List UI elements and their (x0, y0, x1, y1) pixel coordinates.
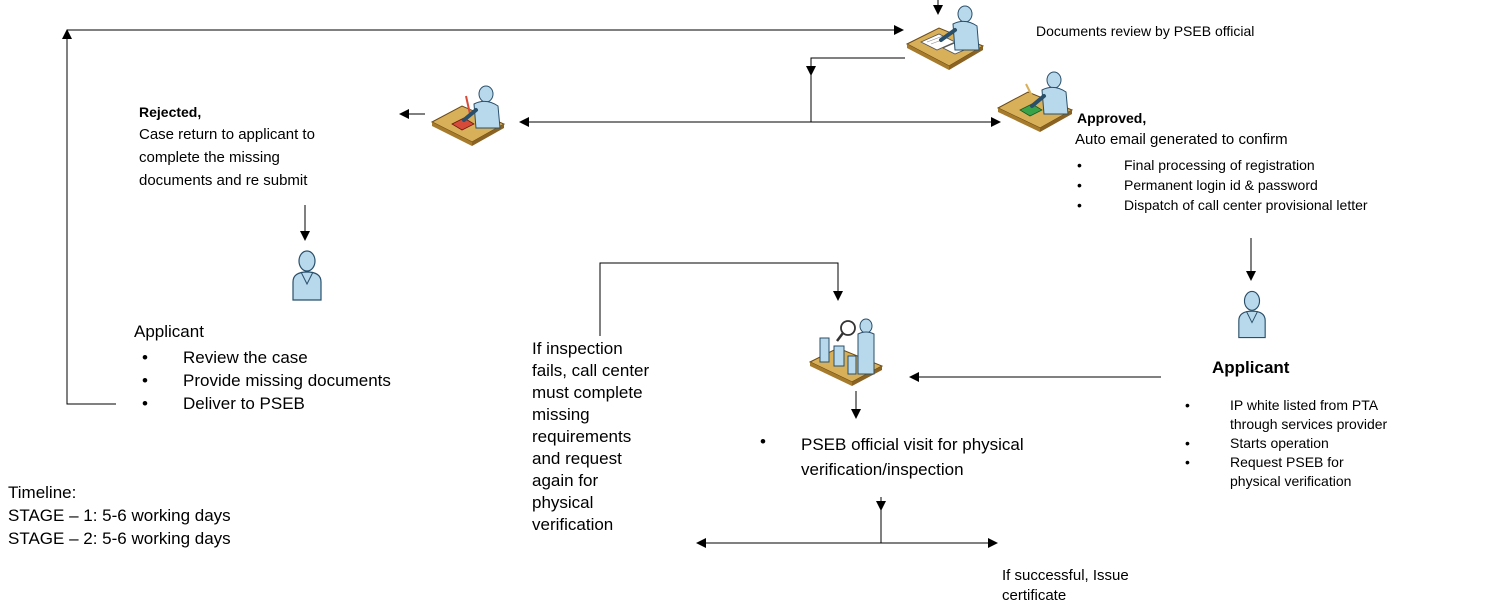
list-item: • Starts operation (1185, 434, 1387, 453)
list-item: • IP white listed from PTA through servi… (1185, 396, 1387, 434)
fail-loop-arrow (599, 262, 843, 336)
list-item: Final processing of registration (1077, 155, 1368, 175)
applicant-right-title: Applicant (1212, 358, 1290, 377)
success-line: certificate (1002, 587, 1067, 604)
list-item: Permanent login id & password (1077, 175, 1368, 195)
fail-line: and request (532, 449, 622, 468)
item-line: physical verification (1230, 473, 1352, 489)
fail-line: missing (532, 405, 590, 424)
list-item: Deliver to PSEB (136, 392, 391, 415)
approved-list: Final processing of registration Permane… (1077, 155, 1368, 215)
fail-line: again for (532, 471, 599, 490)
applicant-left-person-icon (292, 250, 322, 301)
bullet: • (1185, 435, 1190, 451)
timeline-stage: STAGE – 2: 5-6 working days (8, 529, 231, 548)
list-item: • Request PSEB for physical verification (1185, 453, 1387, 491)
rejected-line-1: Case return to applicant to (139, 126, 315, 143)
review-decision-line (810, 57, 905, 122)
rejected-official-icon (430, 85, 506, 146)
review-label: Documents review by PSEB official (1036, 23, 1255, 39)
visit-text: PSEB official visit for physical verific… (801, 432, 1024, 482)
return-loop-arrow (62, 29, 116, 405)
applicant-left-list: Review the case Provide missing document… (136, 346, 391, 415)
fail-line: physical (532, 493, 594, 512)
success-line: If successful, Issue (1002, 567, 1129, 584)
applicant-left-title: Applicant (134, 322, 204, 341)
list-item: Provide missing documents (136, 369, 391, 392)
fail-line: If inspection (532, 339, 623, 358)
item-line: Request PSEB for (1230, 454, 1344, 470)
inspection-icon (808, 318, 884, 386)
approved-official-icon (996, 71, 1074, 132)
approved-title: Approved, (1077, 110, 1147, 126)
item-line: through services provider (1230, 416, 1388, 432)
applicant-right-person-icon (1238, 290, 1266, 339)
list-item: Review the case (136, 346, 391, 369)
item-line: Starts operation (1230, 435, 1329, 451)
timeline-stage: STAGE – 1: 5-6 working days (8, 506, 231, 525)
bullet: • (1185, 397, 1190, 413)
list-item: Dispatch of call center provisional lett… (1077, 195, 1368, 215)
rejected-line-2: complete the missing (139, 149, 280, 166)
item-line: IP white listed from PTA (1230, 397, 1379, 413)
fail-line: requirements (532, 427, 632, 446)
bullet: • (1185, 454, 1190, 470)
visit-line: verification/inspection (801, 460, 964, 479)
rejected-line-3: documents and re submit (139, 172, 308, 189)
timeline-title: Timeline: (8, 483, 77, 502)
fail-line: fails, call center (532, 361, 650, 380)
inspection-fail-text: If inspection fails, call center must co… (532, 338, 649, 536)
applicant-right-list: • IP white listed from PTA through servi… (1185, 396, 1387, 491)
visit-line: PSEB official visit for physical (801, 435, 1024, 454)
official-desk-icon (905, 5, 985, 70)
visit-bullet: • (760, 432, 766, 451)
success-text: If successful, Issue certificate (1002, 566, 1129, 606)
fail-line: must complete (532, 383, 643, 402)
timeline: Timeline: STAGE – 1: 5-6 working days ST… (8, 481, 231, 550)
approved-subtitle: Auto email generated to confirm (1075, 131, 1288, 148)
fail-line: verification (532, 515, 614, 534)
rejected-title: Rejected, (139, 104, 202, 120)
